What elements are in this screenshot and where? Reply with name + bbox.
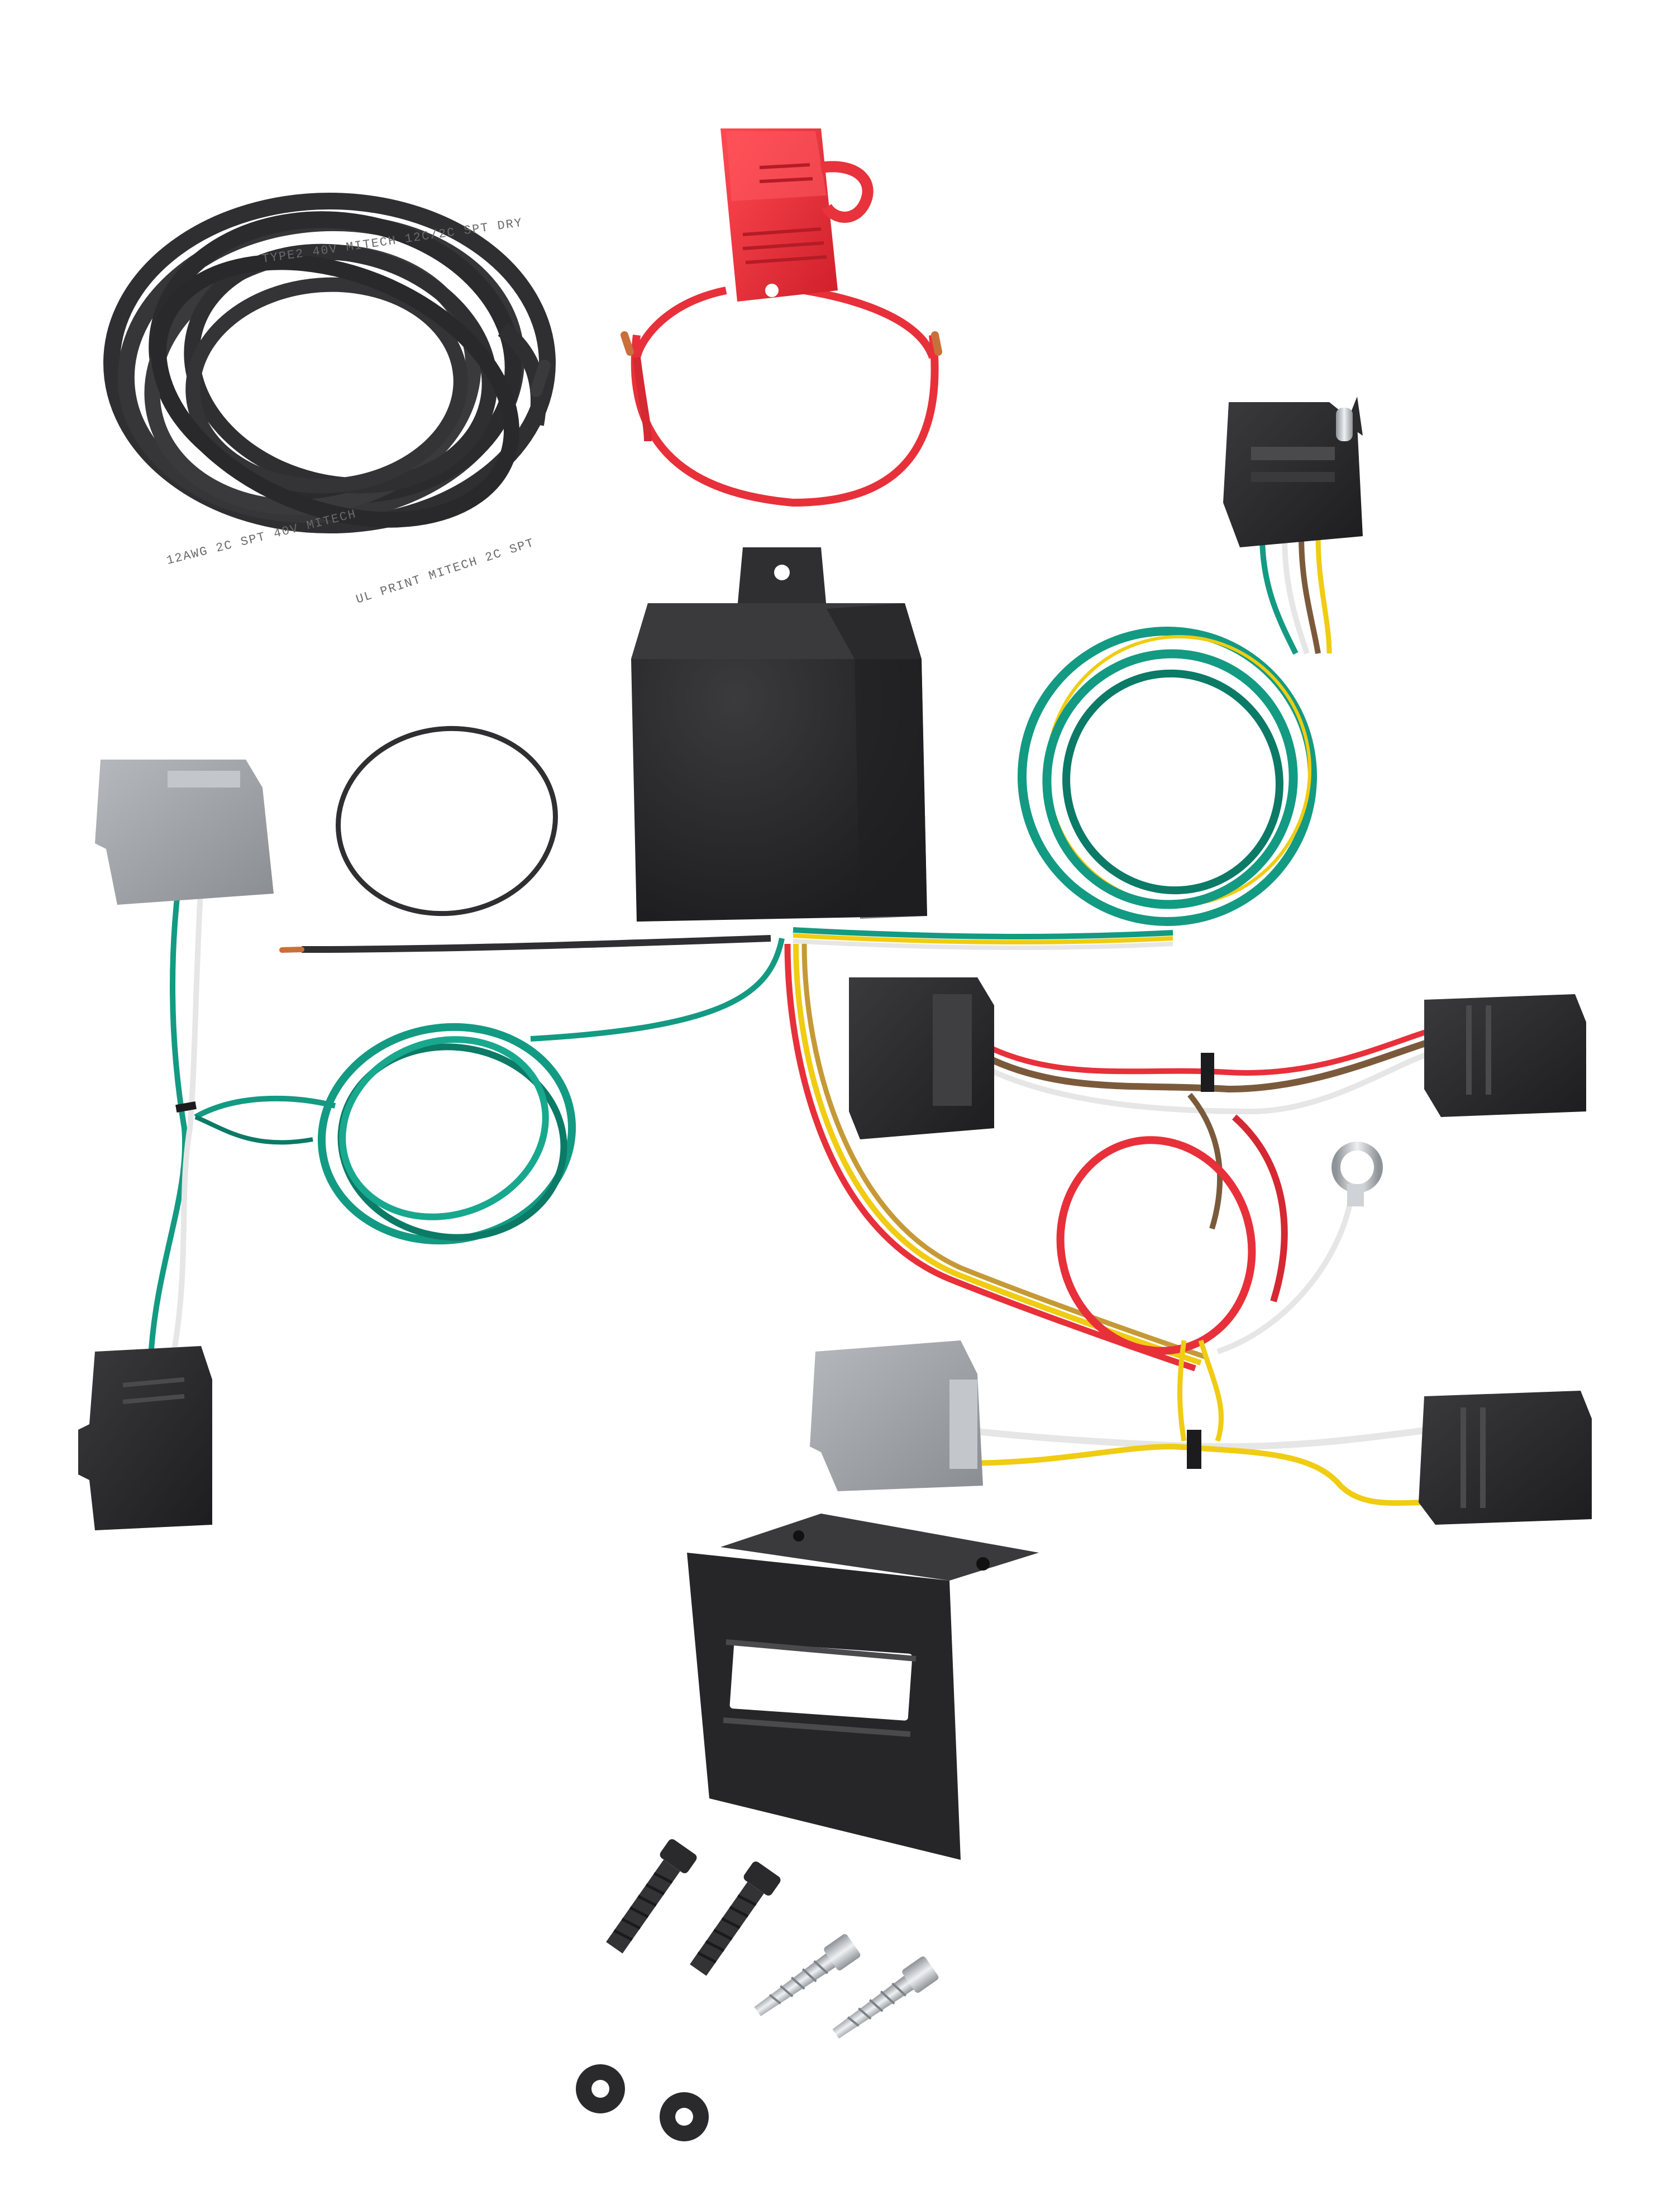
power-cable-coil: TYPE2 40V MITECH 12C/2C SPT DRY 12AWG 2C… [103, 193, 556, 607]
black-ground-wire [279, 726, 771, 953]
mounting-bracket [687, 1514, 1039, 1860]
star-nut [660, 2092, 709, 2141]
star-nut [576, 2064, 625, 2113]
vehicle-t-harness-right [810, 1339, 1592, 1525]
mounting-hardware [576, 1839, 939, 2141]
gray-connector [95, 760, 274, 905]
silver-screw [754, 1934, 861, 2016]
red-wire-loop [1056, 1092, 1288, 1355]
zip-tie [175, 1101, 197, 1113]
pin [1336, 408, 1353, 441]
gray-connector [810, 1340, 983, 1491]
4-way-flat-trailer-connector [1018, 397, 1363, 926]
black-connector [849, 977, 994, 1139]
green-wire-coil [194, 1023, 576, 1245]
zip-tie [1187, 1430, 1201, 1469]
copper-end [621, 331, 634, 356]
silver-screw [832, 1956, 939, 2039]
copper-end [279, 947, 304, 953]
copper-end [931, 331, 942, 356]
ring-ground-terminal [1216, 1142, 1383, 1354]
zip-tie [1201, 1053, 1214, 1092]
vehicle-t-harness-right-upper [849, 977, 1586, 1139]
bracket-slot [729, 1641, 913, 1721]
vehicle-t-harness-left [78, 760, 274, 1530]
black-connector [1424, 994, 1586, 1117]
black-bolt [690, 1862, 781, 1976]
inline-fuse-holder [621, 128, 942, 507]
black-connector [78, 1346, 212, 1530]
cable-print-text: UL PRINT MITECH 2C SPT [354, 536, 536, 607]
black-bolt [606, 1839, 697, 1954]
converter-module [631, 547, 927, 922]
black-connector [1419, 1391, 1592, 1525]
